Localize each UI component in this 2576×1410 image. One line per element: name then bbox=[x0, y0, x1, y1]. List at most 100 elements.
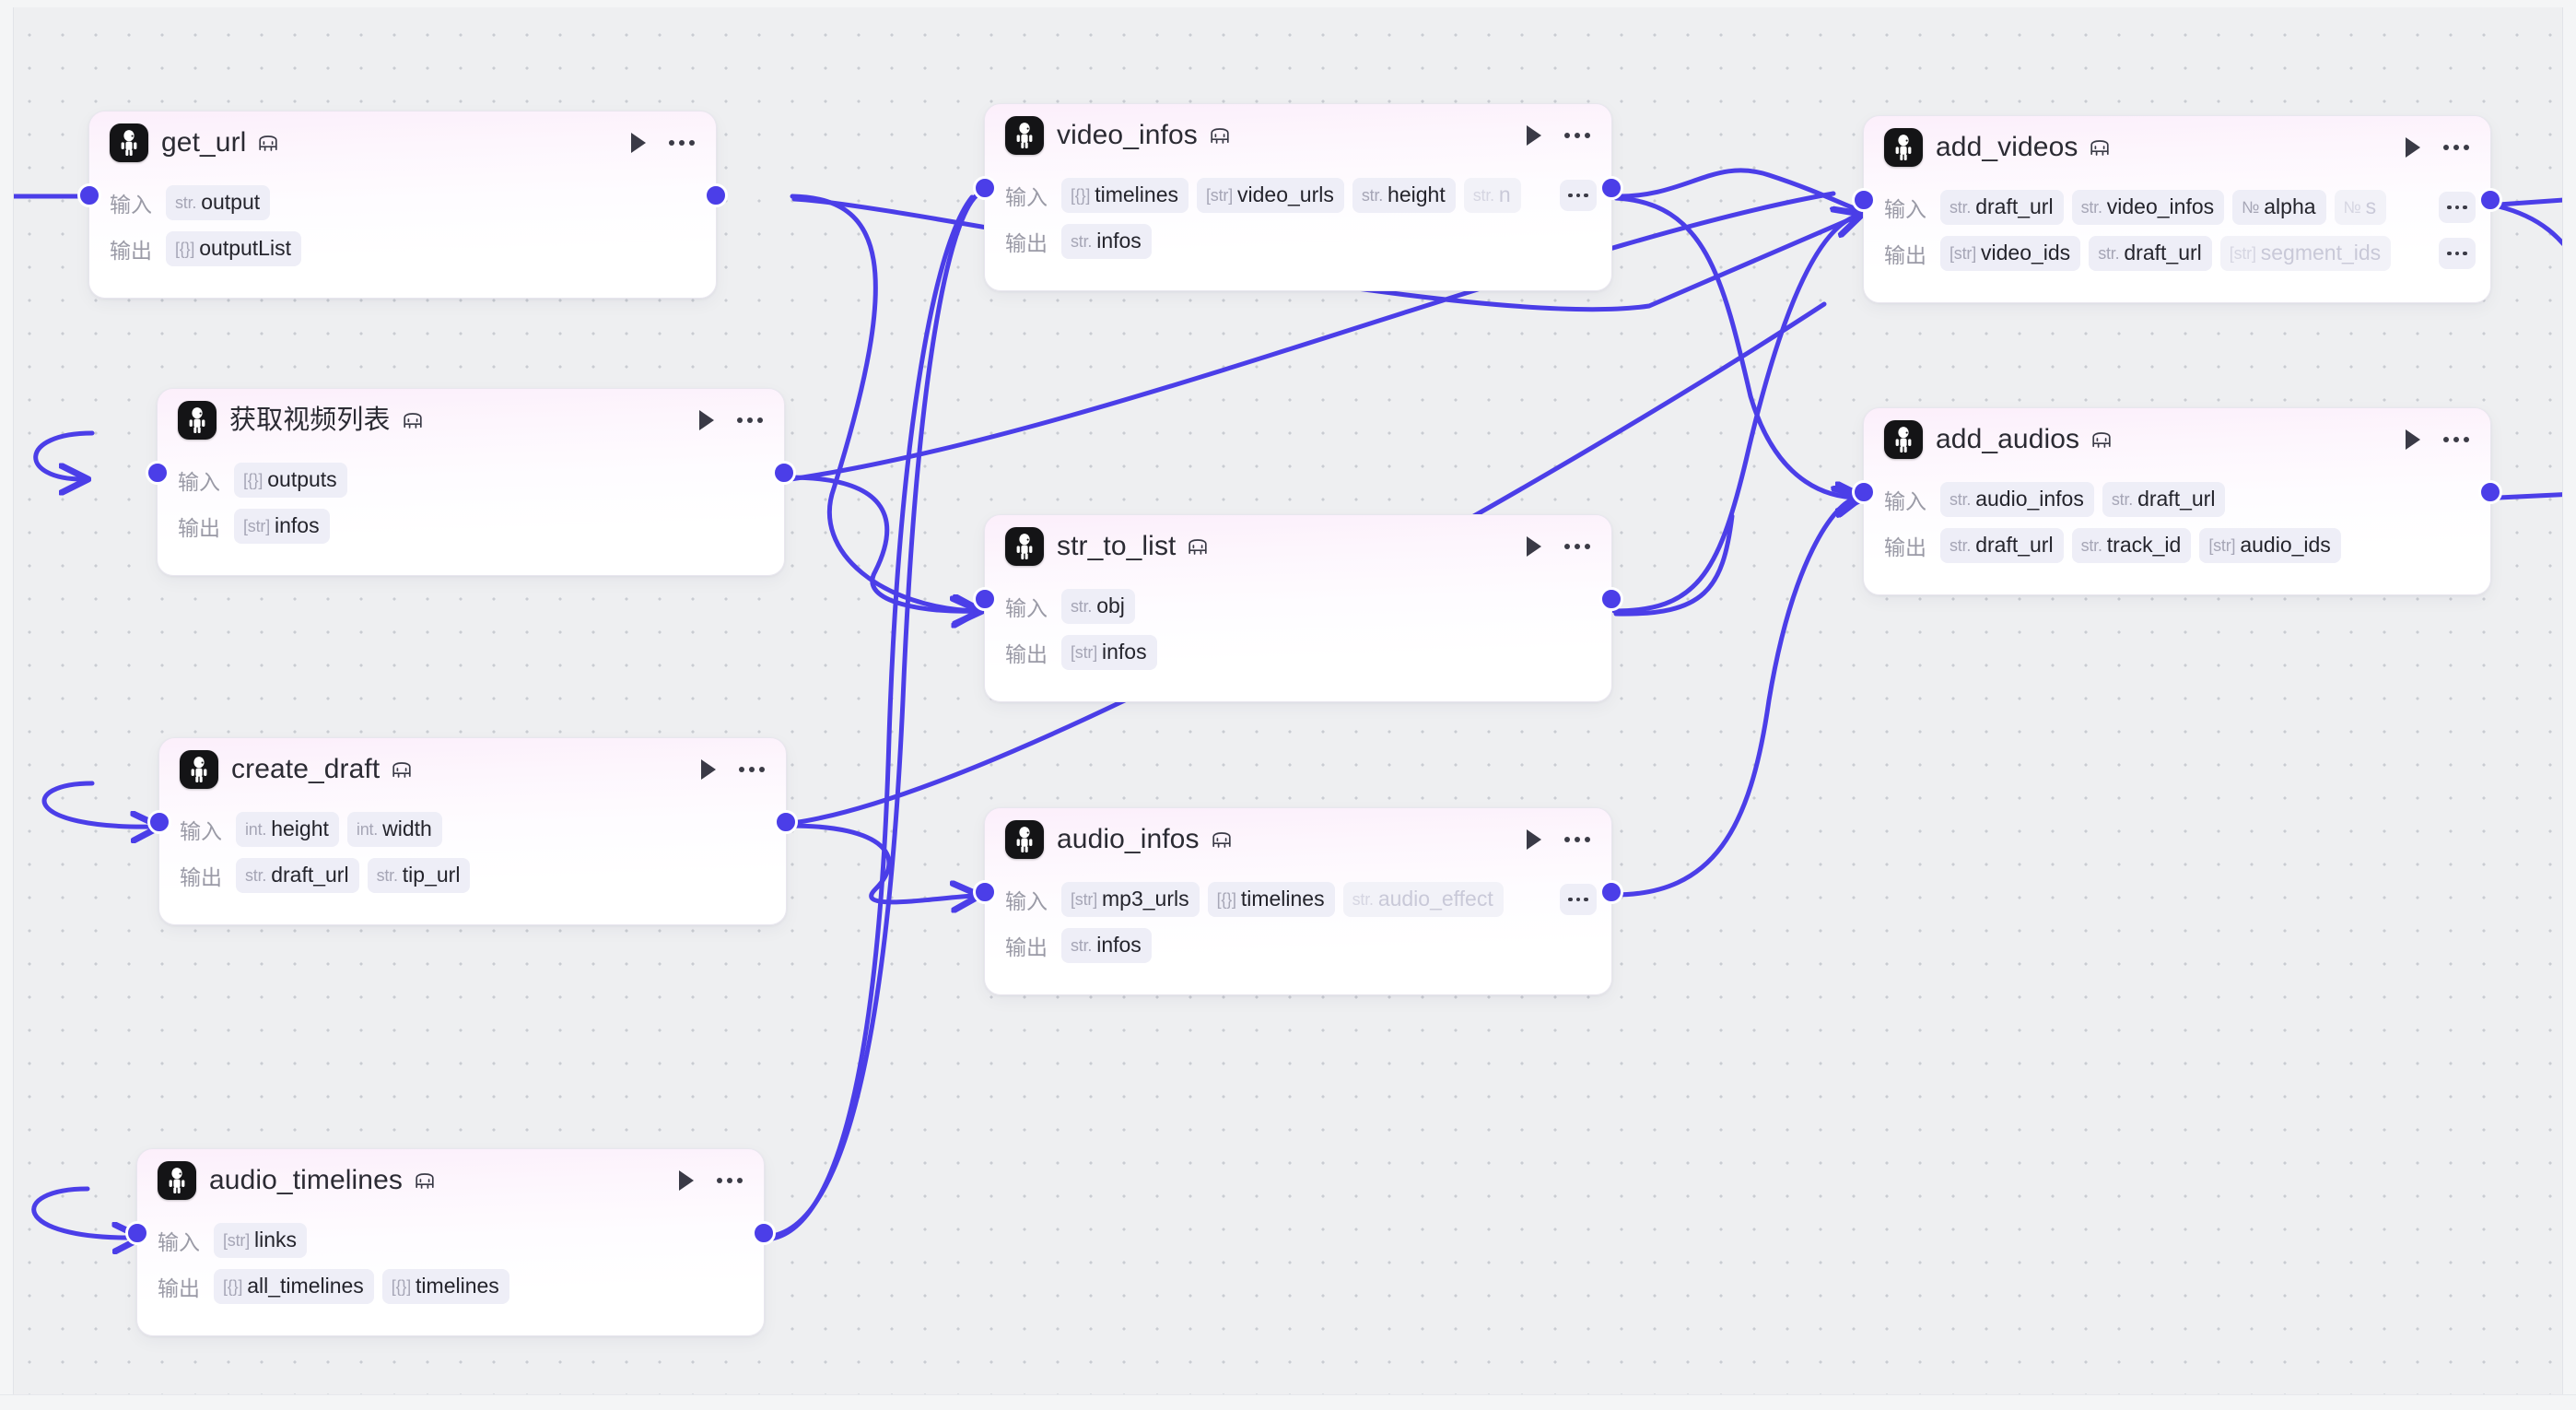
input-port[interactable] bbox=[973, 587, 997, 611]
node-more-icon[interactable] bbox=[1562, 533, 1593, 560]
output-port[interactable] bbox=[1599, 880, 1623, 904]
node-more-icon[interactable] bbox=[1562, 826, 1593, 853]
param-overflow-button[interactable] bbox=[2439, 238, 2476, 269]
param-chip[interactable]: [str]video_urls bbox=[1197, 178, 1344, 213]
input-port[interactable] bbox=[77, 183, 101, 207]
param-chip[interactable]: [{}]timelines bbox=[1061, 178, 1188, 213]
run-play-icon[interactable] bbox=[2400, 134, 2426, 161]
node-more-icon[interactable] bbox=[2441, 134, 2472, 161]
param-chip[interactable]: str.draft_url bbox=[1940, 190, 2064, 225]
bot-avatar-icon bbox=[158, 1161, 196, 1200]
run-play-icon[interactable] bbox=[696, 756, 721, 783]
node-header[interactable]: get_url bbox=[89, 112, 716, 174]
param-chip[interactable]: str.draft_url bbox=[2102, 482, 2226, 517]
run-play-icon[interactable] bbox=[1521, 826, 1547, 853]
input-port[interactable] bbox=[1852, 188, 1876, 212]
run-play-icon[interactable] bbox=[2400, 426, 2426, 453]
input-port[interactable] bbox=[147, 810, 171, 834]
output-port[interactable] bbox=[752, 1221, 776, 1245]
run-play-icon[interactable] bbox=[694, 406, 720, 434]
run-play-icon[interactable] bbox=[626, 129, 651, 157]
input-port[interactable] bbox=[125, 1221, 149, 1245]
node-header[interactable]: video_infos bbox=[985, 104, 1611, 167]
param-chip[interactable]: int.width bbox=[346, 812, 442, 847]
param-chip[interactable]: [str]segment_ids bbox=[2219, 236, 2392, 271]
node-more-icon[interactable] bbox=[1562, 122, 1593, 149]
param-chip[interactable]: str.track_id bbox=[2071, 528, 2192, 563]
output-port[interactable] bbox=[774, 810, 798, 834]
output-port[interactable] bbox=[1599, 176, 1623, 200]
param-chip[interactable]: str.infos bbox=[1061, 224, 1152, 259]
param-type: str. bbox=[1361, 186, 1384, 205]
node-more-icon[interactable] bbox=[2441, 426, 2472, 453]
node-more-icon[interactable] bbox=[666, 129, 697, 157]
param-chip[interactable]: [{}]timelines bbox=[1207, 882, 1335, 917]
param-chip[interactable]: str.output bbox=[166, 185, 271, 220]
node-more-icon[interactable] bbox=[736, 756, 767, 783]
param-chip[interactable]: [str]infos bbox=[1061, 635, 1157, 670]
param-chip[interactable]: str.video_infos bbox=[2071, 190, 2225, 225]
node-header[interactable]: add_videos bbox=[1864, 116, 2490, 179]
param-chip[interactable]: [{}]timelines bbox=[381, 1269, 509, 1304]
param-chip[interactable]: [{}]outputs bbox=[234, 463, 347, 498]
node-header[interactable]: add_audios bbox=[1864, 408, 2490, 471]
input-port[interactable] bbox=[1852, 480, 1876, 504]
robot-badge-icon bbox=[2090, 429, 2113, 450]
input-port[interactable] bbox=[973, 880, 997, 904]
param-chip[interactable]: str.draft_url bbox=[1940, 528, 2064, 563]
node-header[interactable]: audio_timelines bbox=[137, 1149, 764, 1212]
param-name: audio_ids bbox=[2240, 533, 2331, 557]
param-overflow-button[interactable] bbox=[1560, 180, 1597, 211]
output-port[interactable] bbox=[772, 461, 796, 485]
param-overflow-button[interactable] bbox=[1560, 884, 1597, 915]
param-chip[interactable]: [{}]all_timelines bbox=[214, 1269, 374, 1304]
param-chip[interactable]: str.height bbox=[1352, 178, 1456, 213]
param-overflow-button[interactable] bbox=[2439, 192, 2476, 223]
node-header[interactable]: create_draft bbox=[159, 738, 786, 801]
param-chip[interactable]: [str]links bbox=[214, 1223, 308, 1258]
param-chip[interactable]: [str]mp3_urls bbox=[1061, 882, 1200, 917]
param-chip[interactable]: str.audio_effect bbox=[1342, 882, 1504, 917]
output-port[interactable] bbox=[2478, 480, 2502, 504]
param-chip[interactable]: [{}]outputList bbox=[166, 231, 301, 266]
param-chip[interactable]: [str]audio_ids bbox=[2199, 528, 2341, 563]
param-chip[interactable]: str.draft_url bbox=[236, 858, 359, 893]
param-type: [{}] bbox=[175, 240, 195, 258]
param-chip[interactable]: int.height bbox=[236, 812, 339, 847]
run-play-icon[interactable] bbox=[673, 1167, 699, 1194]
output-port[interactable] bbox=[1599, 587, 1623, 611]
param-chip[interactable]: str.infos bbox=[1061, 928, 1152, 963]
output-port[interactable] bbox=[704, 183, 728, 207]
param-chip[interactable]: str.audio_infos bbox=[1940, 482, 2094, 517]
output-port[interactable] bbox=[2478, 188, 2502, 212]
param-chip[interactable]: str.n bbox=[1463, 178, 1521, 213]
node-more-icon[interactable] bbox=[714, 1167, 745, 1194]
input-port[interactable] bbox=[146, 461, 170, 485]
run-play-icon[interactable] bbox=[1521, 533, 1547, 560]
param-type: str. bbox=[2080, 198, 2102, 217]
param-chip[interactable]: [str]video_ids bbox=[1940, 236, 2081, 271]
param-chip[interactable]: str.tip_url bbox=[367, 858, 471, 893]
param-chip[interactable]: str.obj bbox=[1061, 589, 1135, 624]
node-more-icon[interactable] bbox=[734, 406, 766, 434]
param-chip[interactable]: [str]infos bbox=[234, 509, 330, 544]
input-port[interactable] bbox=[973, 176, 997, 200]
node-header[interactable]: 获取视频列表 bbox=[158, 389, 784, 452]
run-play-icon[interactable] bbox=[1521, 122, 1547, 149]
node-header[interactable]: audio_infos bbox=[985, 808, 1611, 871]
node-header[interactable]: str_to_list bbox=[985, 515, 1611, 578]
param-chip[interactable]: str.draft_url bbox=[2089, 236, 2212, 271]
